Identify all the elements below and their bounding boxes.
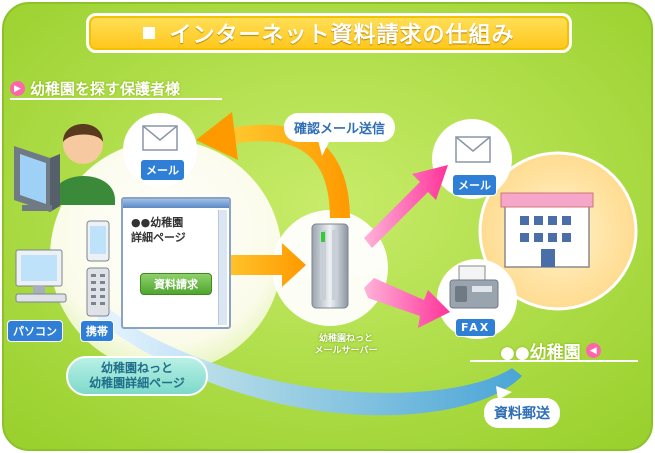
browser-page-title: ●●幼稚園 詳細ページ (131, 215, 186, 245)
browser-page-title-line2: 詳細ページ (131, 231, 186, 244)
crt-monitor-icon (14, 146, 60, 212)
parent-mail-tag: メール (140, 159, 185, 181)
play-arrow-icon: ▶ (10, 81, 25, 96)
browser-window: ●●幼稚園 詳細ページ 資料請求 (121, 197, 231, 329)
confirm-bubble-tail (318, 140, 330, 156)
document-request-button[interactable]: 資料請求 (140, 273, 212, 295)
browser-scrollbar (218, 210, 227, 325)
fax-machine-icon (449, 265, 499, 309)
fax-tag: FAX (455, 318, 497, 337)
mail-envelope-icon (142, 125, 178, 151)
back-arrow-icon: ◀ (585, 343, 601, 358)
pc-tag: パソコン (7, 320, 63, 342)
title-square-icon (143, 27, 156, 39)
kindergarten-label-underline (470, 360, 638, 362)
pc-icon (15, 249, 67, 303)
confirm-mail-arrowhead (196, 112, 238, 160)
kindergarten-label-text: ●●幼稚園 (500, 343, 581, 363)
title-banner: インターネット資料請求の仕組み (86, 13, 572, 53)
parent-person-icon (52, 124, 115, 205)
kindergarten-building-icon (500, 192, 594, 268)
confirm-mail-bubble: 確認メール送信 (284, 113, 396, 142)
parents-section-label: ▶ 幼稚園を探す保護者様 (10, 78, 180, 99)
browser-titlebar (123, 199, 229, 208)
document-bubble-tail (496, 386, 512, 400)
browser-page-title-line1: ●●幼稚園 (131, 216, 184, 229)
kindergarten-section-label: ●●幼稚園 ◀ (500, 338, 601, 363)
server-caption: 幼稚園ねっと メールサーバー (296, 333, 396, 357)
request-arrow (212, 243, 306, 287)
page-title: インターネット資料請求の仕組み (169, 23, 515, 48)
confirm-mail-arrow (222, 124, 350, 218)
server-to-fax-arrow (364, 278, 450, 328)
mail-server-icon (311, 223, 349, 309)
document-mail-bubble: 資料郵送 (484, 398, 560, 428)
mobile-tag: 携帯 (80, 320, 114, 342)
server-caption-line1: 幼稚園ねっと (318, 334, 373, 344)
mobile-phone-icon (86, 220, 110, 317)
server-caption-line2: メールサーバー (314, 346, 378, 356)
kg-mail-envelope-icon (455, 136, 491, 163)
site-bubble-line2: 幼稚園詳細ページ (89, 376, 185, 390)
server-to-mail-arrow (364, 165, 448, 248)
site-bubble-line1: 幼稚園ねっと (100, 361, 173, 375)
parents-label-underline (10, 98, 222, 100)
parents-label-text: 幼稚園を探す保護者様 (30, 80, 181, 98)
kg-mail-tag: メール (452, 174, 497, 196)
site-detail-bubble: 幼稚園ねっと 幼稚園詳細ページ (66, 356, 208, 396)
